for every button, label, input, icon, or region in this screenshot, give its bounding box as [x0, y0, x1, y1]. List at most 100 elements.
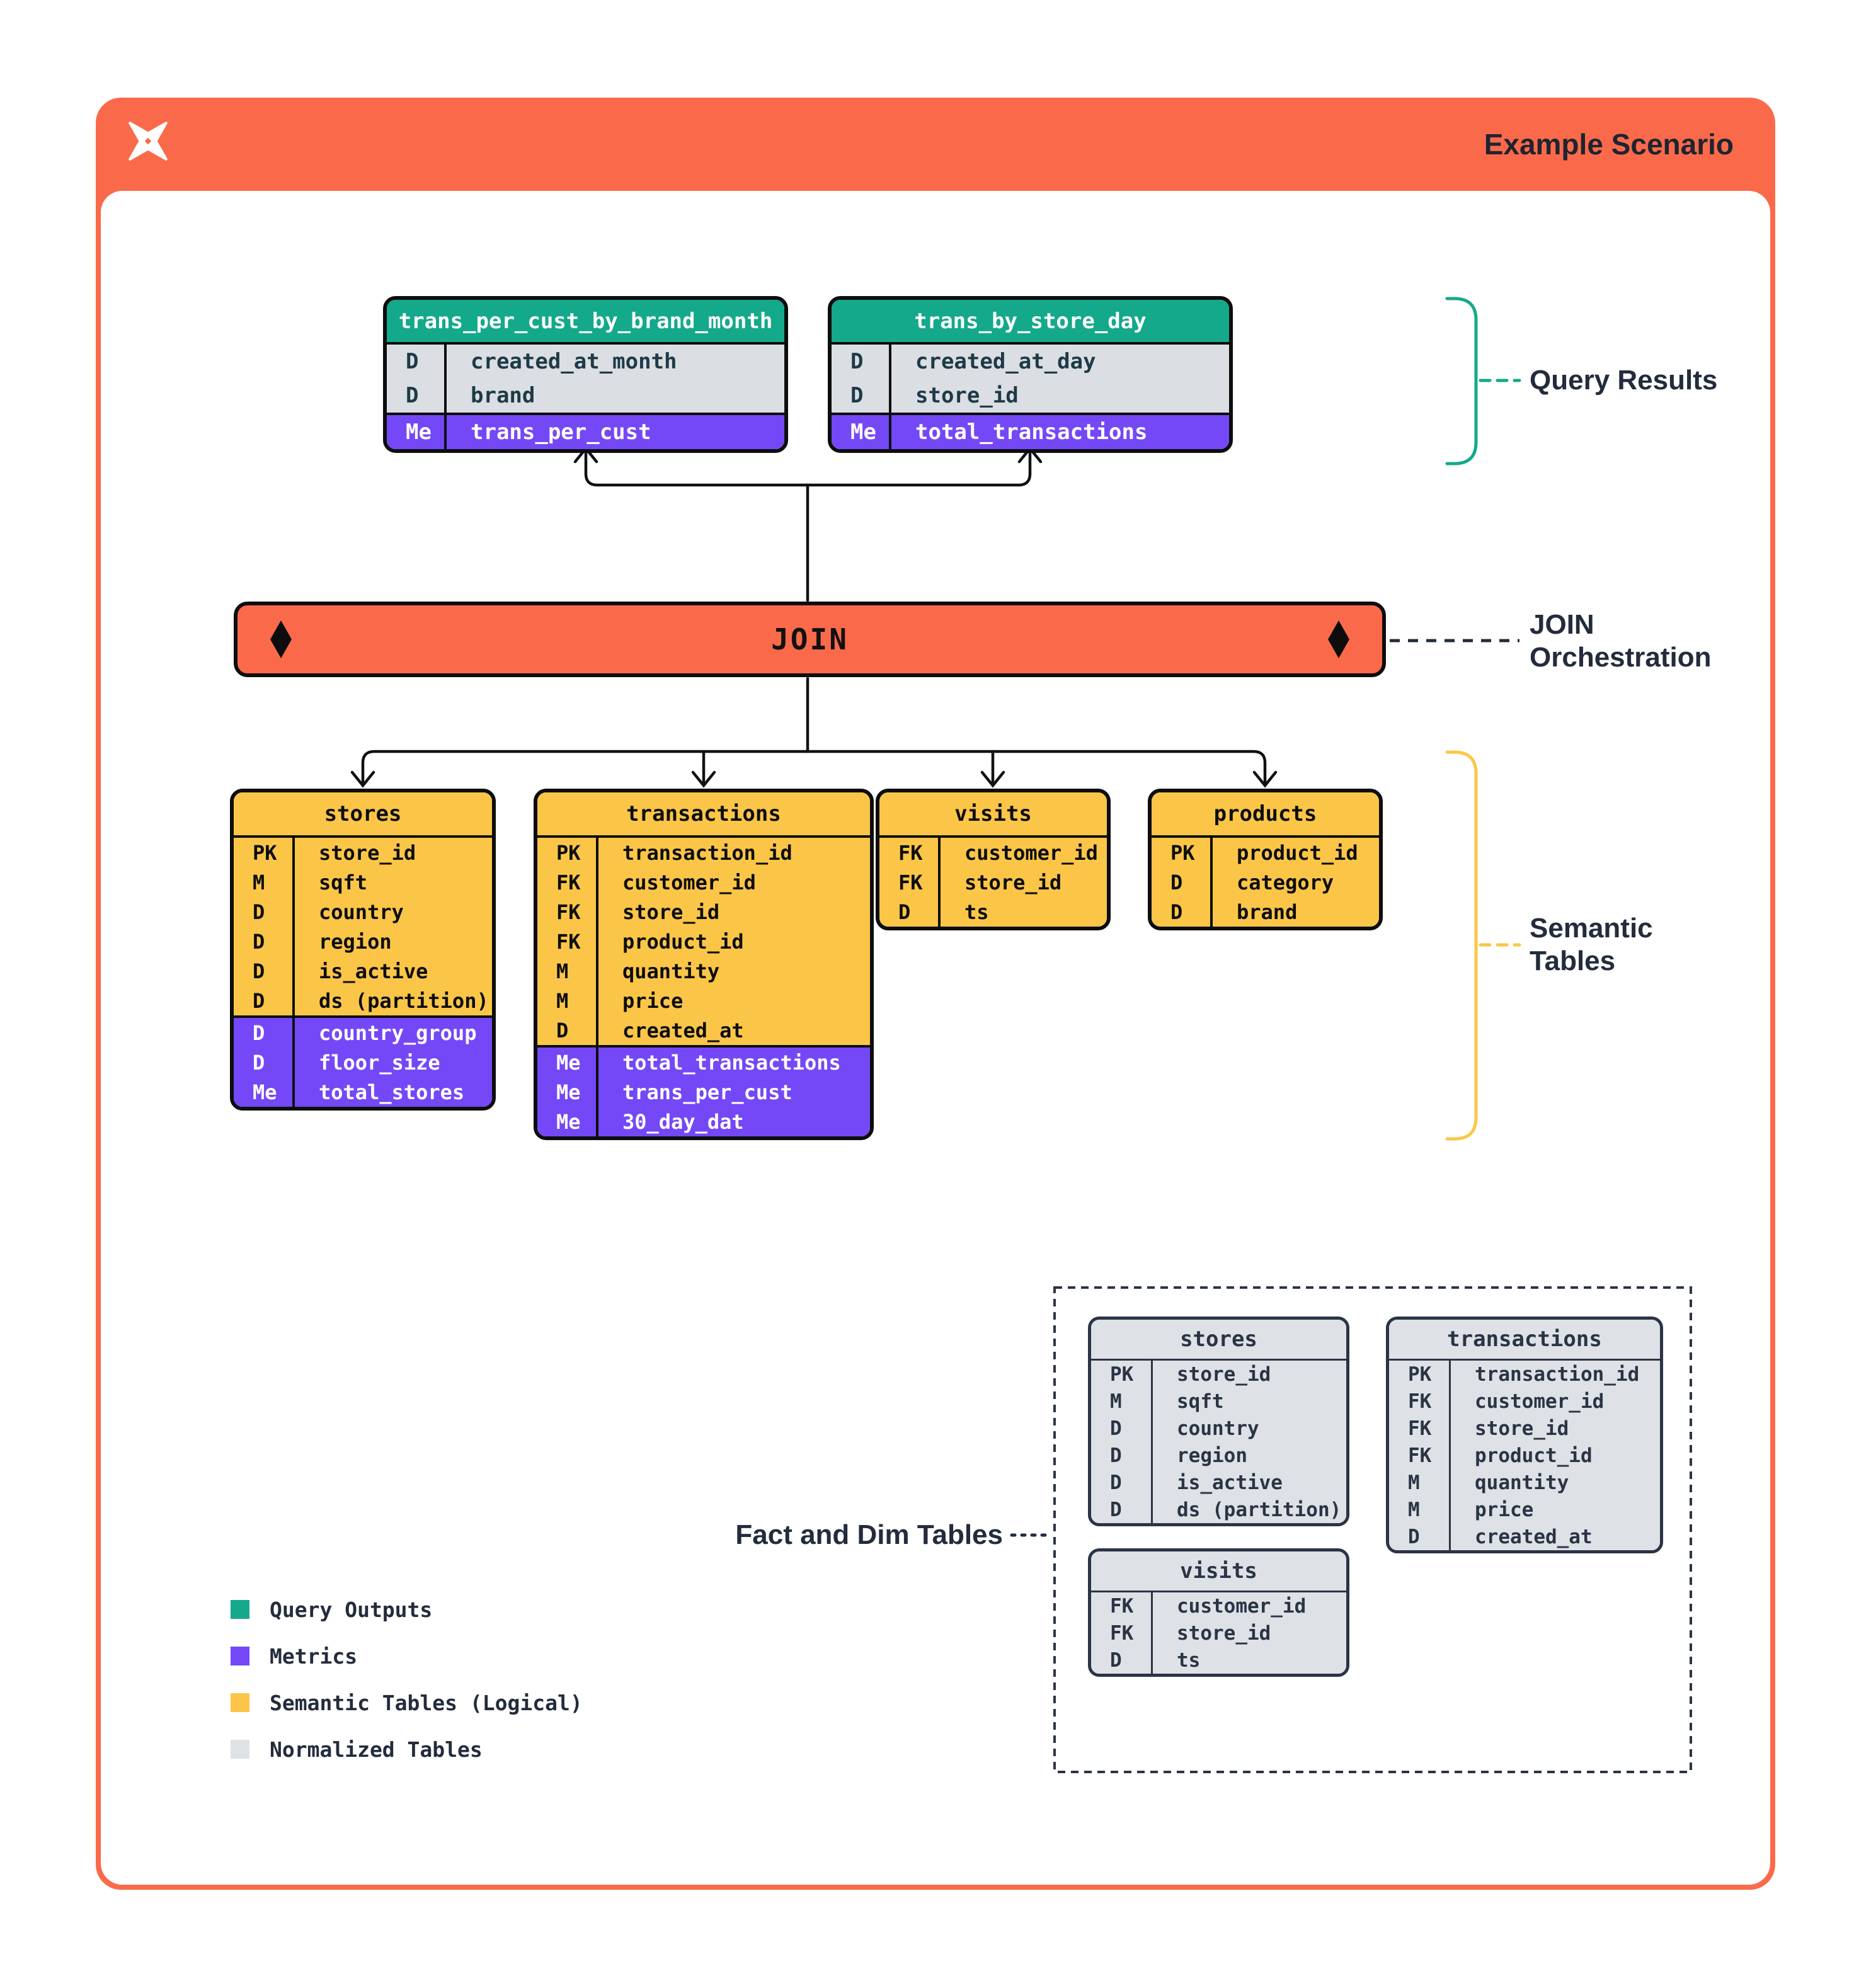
legend-label: Semantic Tables (Logical): [270, 1690, 583, 1715]
row-field-name: floor_size: [319, 1050, 440, 1075]
row-marker-badge: D: [1091, 1442, 1153, 1469]
row-marker-badge: D: [1091, 1469, 1153, 1496]
table-row: FK customer_id: [537, 867, 870, 897]
row-field-name: total_transactions: [915, 420, 1148, 445]
legend-item-query-outputs: Query Outputs: [231, 1597, 583, 1622]
row-marker-badge: PK: [1152, 838, 1213, 867]
row-marker-badge: D: [234, 956, 295, 986]
table-title: transactions: [537, 792, 870, 838]
legend-item-semantic-tables: Semantic Tables (Logical): [231, 1690, 583, 1715]
row-field-name: country: [319, 900, 404, 924]
row-field-name: brand: [1237, 900, 1298, 924]
row-field-name: transaction_id: [1475, 1362, 1640, 1386]
row-marker-badge: PK: [537, 838, 598, 867]
row-marker-badge: D: [832, 345, 891, 379]
normalized-tables-swatch-icon: [231, 1740, 249, 1759]
row-field-name: store_id: [1177, 1362, 1271, 1386]
row-marker-badge: PK: [1389, 1361, 1451, 1388]
row-marker-badge: D: [879, 897, 941, 927]
legend-label: Query Outputs: [270, 1597, 433, 1622]
page-title: Example Scenario: [1484, 128, 1734, 161]
row-marker-badge: FK: [537, 867, 598, 897]
table-row: FK customer_id: [879, 838, 1107, 867]
row-field-name: brand: [471, 383, 535, 408]
row-marker-badge: M: [1091, 1388, 1153, 1415]
row-field-name: is_active: [1177, 1471, 1283, 1494]
row-field-name: total_stores: [319, 1080, 465, 1104]
row-field-name: quantity: [1475, 1471, 1569, 1494]
row-marker-badge: M: [537, 986, 598, 1015]
table-title: trans_by_store_day: [832, 300, 1229, 345]
row-field-name: store_id: [1475, 1417, 1569, 1440]
join-bar: JOIN: [234, 602, 1386, 677]
row-field-name: customer_id: [964, 840, 1098, 865]
row-field-name: country: [1177, 1417, 1259, 1440]
row-field-name: sqft: [319, 870, 368, 894]
row-field-name: customer_id: [1475, 1390, 1605, 1413]
row-field-name: created_at_month: [471, 349, 677, 374]
row-field-name: price: [1475, 1498, 1534, 1521]
legend: Query Outputs Metrics Semantic Tables (L…: [231, 1597, 583, 1786]
row-marker-badge: D: [832, 379, 891, 413]
row-marker-badge: FK: [1091, 1620, 1153, 1647]
row-marker-badge: Me: [537, 1077, 598, 1107]
row-field-name: created_at: [622, 1018, 744, 1043]
row-marker-badge: PK: [234, 838, 295, 867]
table-title: trans_per_cust_by_brand_month: [387, 300, 784, 345]
row-marker-badge: D: [234, 1048, 295, 1077]
pinwheel-star-icon: [129, 122, 168, 161]
row-field-name: price: [622, 988, 684, 1013]
row-marker-badge: D: [234, 986, 295, 1015]
row-field-name: created_at: [1475, 1525, 1593, 1548]
row-marker-badge: D: [387, 345, 447, 379]
query-outputs-swatch-icon: [231, 1600, 249, 1619]
row-field-name: is_active: [319, 959, 428, 983]
row-field-name: country_group: [319, 1020, 477, 1045]
row-marker-badge: FK: [1389, 1388, 1451, 1415]
row-field-name: product_id: [1475, 1444, 1593, 1467]
legend-label: Normalized Tables: [270, 1737, 483, 1762]
row-field-name: ds (partition): [1177, 1498, 1342, 1521]
row-marker-badge: Me: [537, 1048, 598, 1077]
fact-dim-tables-label: Fact and Dim Tables: [735, 1519, 1003, 1550]
row-marker-badge: D: [1091, 1415, 1153, 1442]
row-field-name: product_id: [622, 929, 744, 954]
row-marker-badge: FK: [879, 838, 941, 867]
row-field-name: customer_id: [622, 870, 756, 894]
row-field-name: 30_day_dat: [622, 1109, 744, 1134]
row-field-name: ds (partition): [319, 988, 489, 1013]
